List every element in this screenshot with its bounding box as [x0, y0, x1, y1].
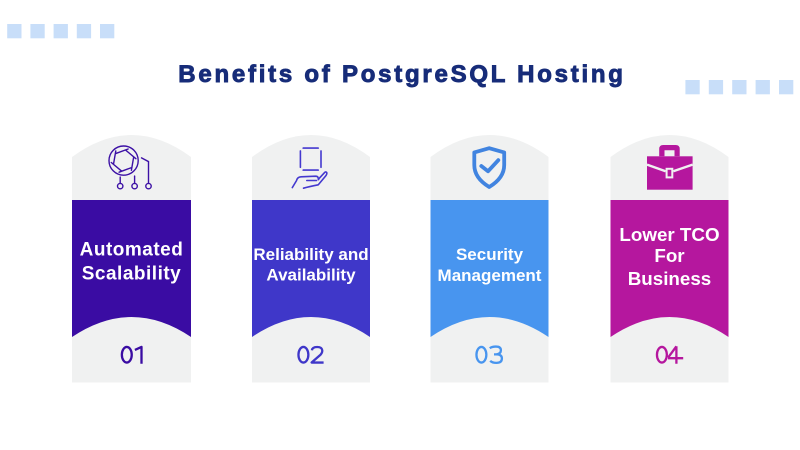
- svg-text:Scalability: Scalability: [82, 264, 182, 285]
- svg-text:Business: Business: [628, 268, 712, 289]
- svg-text:Management: Management: [438, 266, 542, 285]
- svg-text:Automated: Automated: [80, 240, 184, 261]
- svg-text:Benefits of PostgreSQL Hosting: Benefits of PostgreSQL Hosting: [178, 61, 625, 88]
- svg-text:Reliability and: Reliability and: [253, 245, 368, 264]
- svg-text:Security: Security: [456, 245, 524, 264]
- svg-text:Lower TCO: Lower TCO: [619, 224, 719, 245]
- svg-text:Availability: Availability: [266, 265, 356, 284]
- svg-text:For: For: [654, 245, 685, 266]
